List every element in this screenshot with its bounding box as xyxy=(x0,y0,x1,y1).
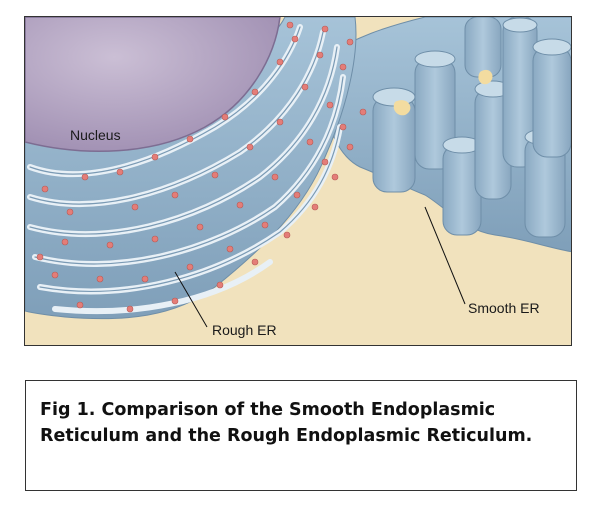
smooth-er-label: Smooth ER xyxy=(468,300,540,316)
er-diagram-svg: Nucleus Rough ER Smooth ER xyxy=(25,17,571,345)
smooth-er-tubes xyxy=(372,17,571,238)
ribosomes xyxy=(36,21,367,313)
figure-caption: Fig 1. Comparison of the Smooth Endoplas… xyxy=(40,400,533,446)
smooth-er-leader-line xyxy=(424,206,466,305)
rough-er-leader-line xyxy=(174,271,208,328)
caption-box: Fig 1. Comparison of the Smooth Endoplas… xyxy=(25,380,577,491)
er-illustration: Nucleus Rough ER Smooth ER xyxy=(24,16,572,346)
nucleus-label: Nucleus xyxy=(70,127,121,143)
nucleus xyxy=(25,17,281,152)
rough-er-label: Rough ER xyxy=(212,322,277,338)
